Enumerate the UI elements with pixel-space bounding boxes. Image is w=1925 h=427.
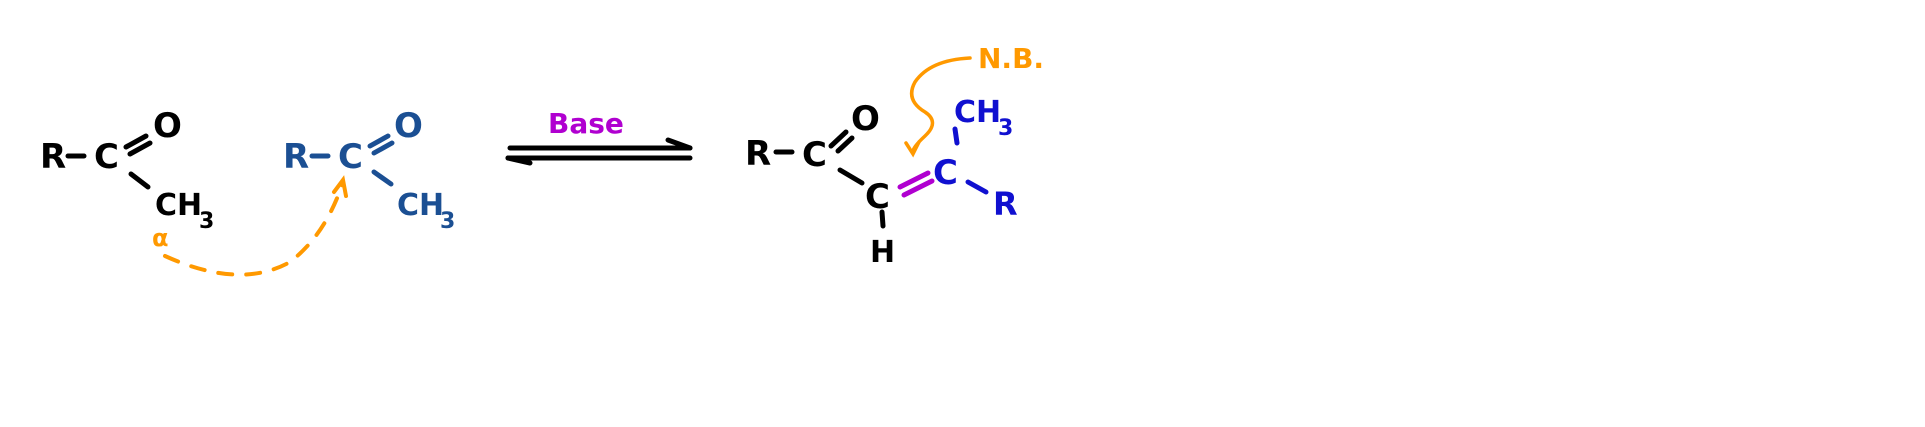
forward-arrow-hook — [665, 137, 693, 151]
r-group: R — [993, 185, 1018, 223]
oxygen: O — [153, 106, 182, 146]
methyl-ch: CH — [954, 95, 1001, 130]
single-bond — [371, 169, 394, 187]
double-bond-line — [127, 140, 153, 157]
alpha-carbon: C — [865, 177, 890, 217]
single-bond — [952, 126, 960, 146]
hydrogen: H — [870, 235, 895, 270]
reactant-ketone-2: R C O CH 3 — [283, 106, 455, 234]
double-bond — [828, 129, 849, 149]
arrowhead-icon — [332, 175, 348, 198]
single-bond — [879, 209, 886, 229]
reverse-arrow-hook — [505, 155, 533, 166]
arrowhead-icon — [904, 140, 921, 158]
carbonyl-carbon: C — [802, 135, 827, 175]
curved-arrow-dashed — [163, 183, 344, 277]
alpha-label: α — [152, 224, 169, 252]
r-group: R — [40, 137, 66, 177]
methyl-ch: CH — [397, 188, 444, 223]
carbonyl-carbon: C — [338, 137, 363, 177]
double-bond — [123, 133, 149, 150]
beta-carbon: C — [933, 153, 958, 193]
reactant-ketone-1: R C O CH 3 α — [40, 106, 214, 252]
r-group: R — [745, 134, 771, 174]
r-group: R — [283, 137, 309, 177]
oxygen: O — [394, 106, 423, 146]
double-bond-line — [371, 140, 395, 156]
double-bond-line — [835, 135, 855, 154]
single-bond — [965, 179, 989, 195]
note-label: N.B. — [978, 42, 1044, 75]
single-bond — [128, 171, 151, 190]
reagent-label: Base — [548, 107, 624, 140]
methyl-subscript: 3 — [998, 116, 1013, 141]
methyl-ch: CH — [155, 188, 202, 223]
single-bond — [837, 167, 865, 186]
methyl-subscript: 3 — [199, 209, 214, 234]
new-double-bond — [897, 170, 931, 190]
equilibrium-arrows: Base — [505, 107, 693, 166]
carbonyl-carbon: C — [94, 137, 119, 177]
double-bond — [367, 133, 391, 149]
methyl-subscript: 3 — [440, 209, 455, 234]
new-double-bond-line — [901, 178, 935, 198]
product-enone: R C O C H C CH 3 R — [745, 95, 1018, 270]
oxygen: O — [851, 99, 880, 139]
